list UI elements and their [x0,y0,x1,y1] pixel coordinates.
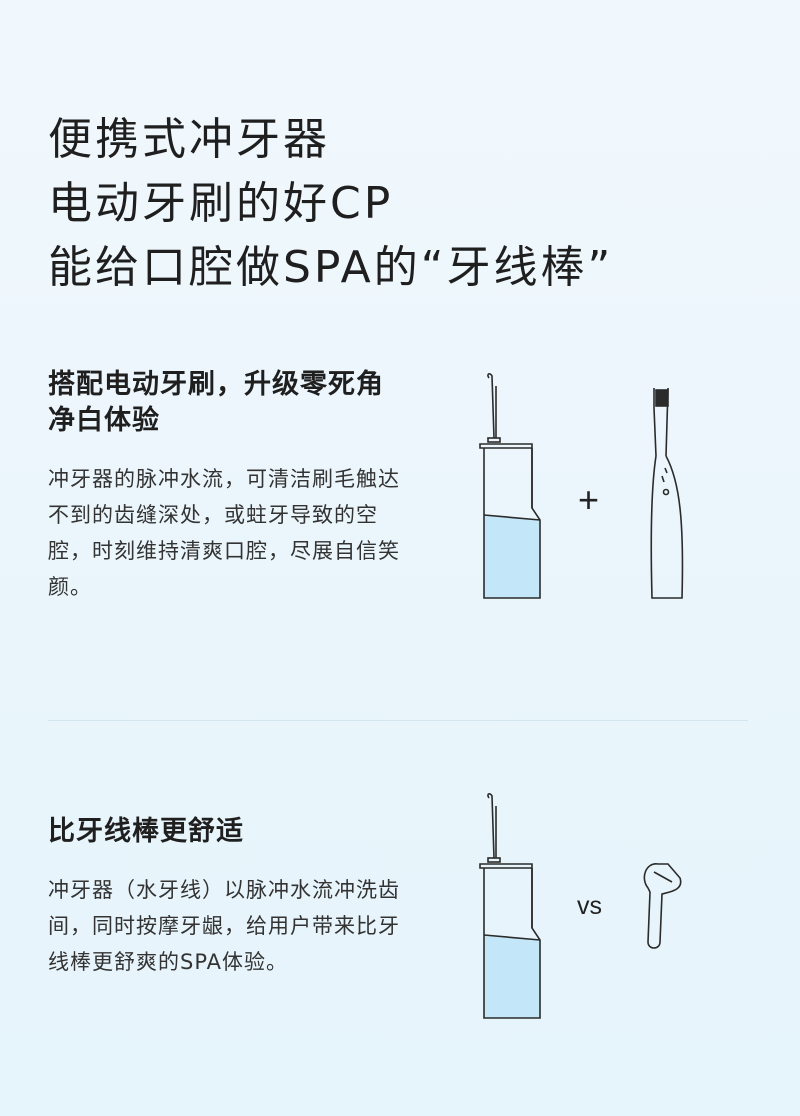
hero-line-2: 电动牙刷的好CP [48,178,394,229]
section-divider [48,720,748,721]
section-2-body: 冲牙器（水牙线）以脉冲水流冲洗齿间，同时按摩牙龈，给用户带来比牙线棒更舒爽的SP… [48,878,400,974]
section-1-body: 冲牙器的脉冲水流，可清洁刷毛触达不到的齿缝深处，或蛀牙导致的空腔，时刻维持清爽口… [48,467,400,599]
section-2-illustration [479,793,682,1019]
hero-headline: 便携式冲牙器 电动牙刷的好CP 能给口腔做SPA的“牙线棒” [48,108,613,300]
electric-toothbrush-icon [650,387,684,599]
section-1-title: 搭配电动牙刷，升级零死角净白体验 [48,369,384,436]
hero-line-3: 能给口腔做SPA的“牙线棒” [48,242,614,293]
section-floss-comparison: 比牙线棒更舒适 冲牙器（水牙线）以脉冲水流冲洗齿间，同时按摩牙龈，给用户带来比牙… [48,814,408,980]
water-flosser-icon [479,373,541,599]
hero-line-1: 便携式冲牙器 [48,114,330,165]
section-toothbrush-pairing: 搭配电动牙刷，升级零死角净白体验 冲牙器的脉冲水流，可清洁刷毛触达不到的齿缝深处… [48,367,408,605]
water-flosser-icon-2 [479,793,541,1019]
section-1-illustration: + [479,373,684,599]
plus-operator: + [578,479,599,520]
floss-pick-icon [643,863,682,949]
vs-operator: vs [577,892,602,920]
section-2-title: 比牙线棒更舒适 [48,816,244,847]
